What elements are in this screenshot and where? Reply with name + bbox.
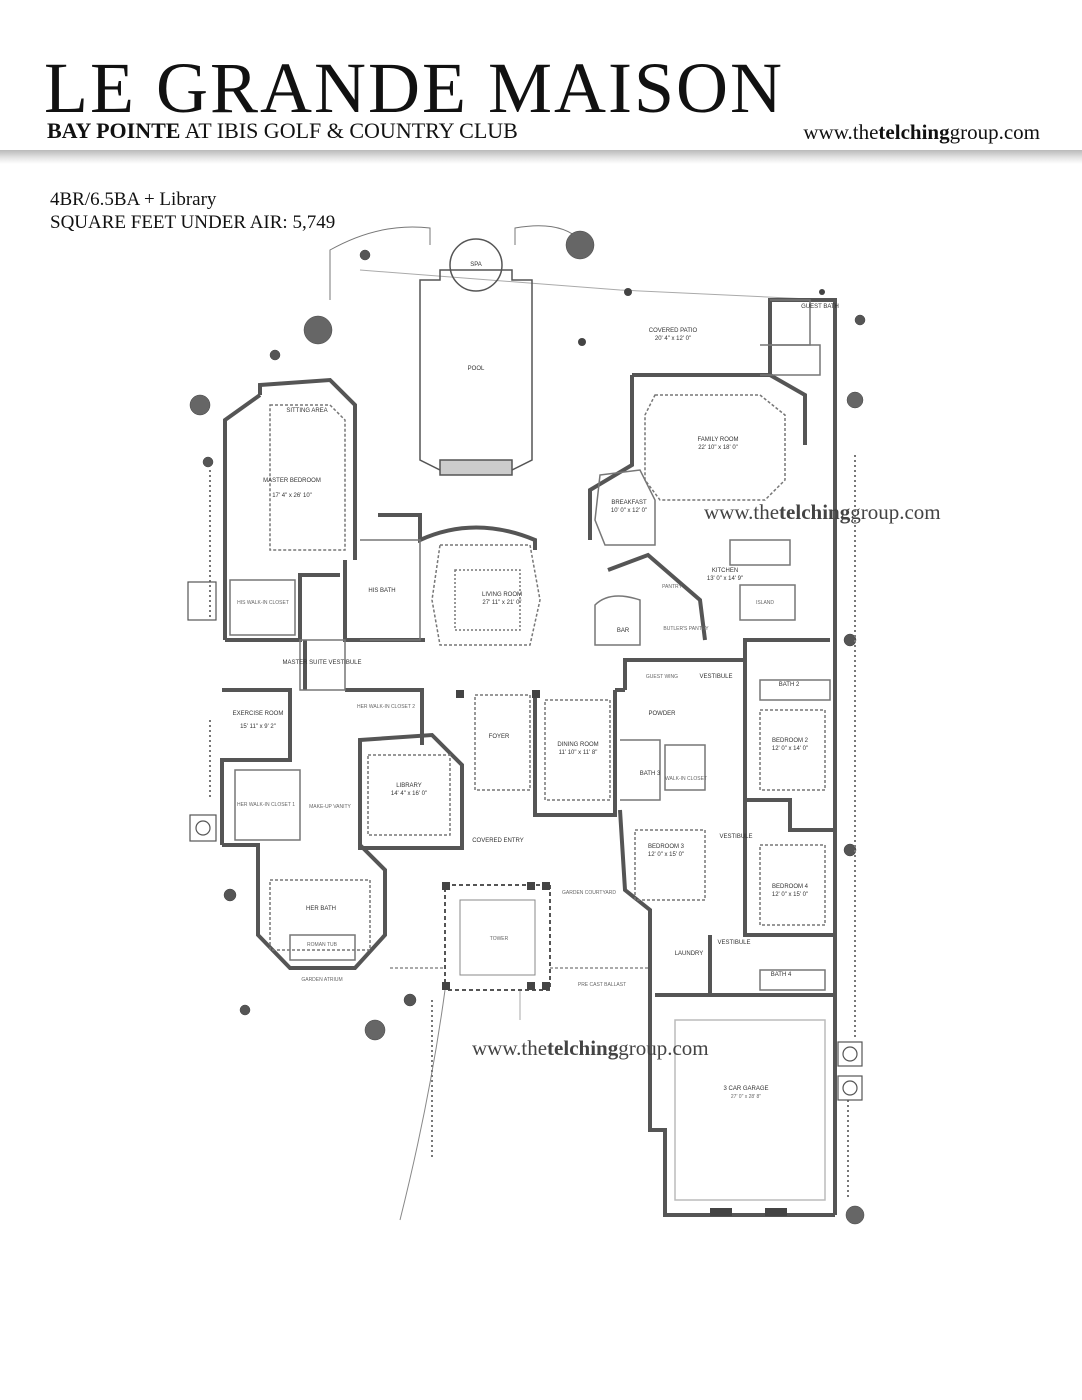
columns <box>442 288 825 1216</box>
label-her-walk-in-1: HER WALK-IN CLOSET 1 <box>237 802 295 808</box>
label-garage-dim: 27' 0" x 28' 8" <box>731 1094 761 1100</box>
plants <box>189 230 866 1225</box>
exterior-fixtures <box>187 581 863 1101</box>
label-vestibule-bed: VESTIBULE <box>719 834 752 840</box>
square-footage: SQUARE FEET UNDER AIR: 5,749 <box>50 212 336 233</box>
label-guest-wing: GUEST WING <box>646 674 678 680</box>
label-pool: POOL <box>468 366 485 372</box>
header: LE GRANDE MAISON BAY POINTE AT IBIS GOLF… <box>0 0 1082 150</box>
label-breakfast: BREAKFAST <box>611 500 647 506</box>
label-library: LIBRARY <box>396 783 422 789</box>
landscape <box>329 225 831 1221</box>
label-her-bath: HER BATH <box>306 906 336 912</box>
label-vestibule-laundry: VESTIBULE <box>717 940 750 946</box>
website-post: group.com <box>949 120 1040 144</box>
label-living-room: LIVING ROOM <box>482 592 522 598</box>
subtitle-club: AT IBIS GOLF & COUNTRY CLUB <box>180 118 518 143</box>
label-his-bath: HIS BATH <box>368 588 395 594</box>
label-bedroom-3-dim: 12' 0" x 15' 0" <box>648 852 684 858</box>
label-walk-in-closet: WALK-IN CLOSET <box>665 776 707 782</box>
label-island: ISLAND <box>756 600 774 606</box>
label-covered-patio-dim: 20' 4" x 12' 0" <box>655 336 691 342</box>
subtitle-community: BAY POINTE <box>47 118 181 143</box>
website-link[interactable]: www.thetelchinggroup.com <box>803 120 1040 145</box>
label-bar: BAR <box>617 628 630 634</box>
label-tower: TOWER <box>490 936 509 942</box>
website-bold: telching <box>878 120 950 144</box>
label-exercise-room: EXERCISE ROOM <box>233 711 284 717</box>
label-pantry: PANTRY <box>662 584 682 590</box>
website-pre: www.the <box>803 120 879 144</box>
label-his-walk-in: HIS WALK-IN CLOSET <box>237 600 289 606</box>
page-title: LE GRANDE MAISON <box>44 48 784 128</box>
label-dining-room: DINING ROOM <box>557 742 598 748</box>
label-bath-2: BATH 2 <box>779 682 800 688</box>
label-spa: SPA <box>470 262 482 268</box>
label-master-bedroom: MASTER BEDROOM <box>263 478 321 484</box>
label-roman-tub: ROMAN TUB <box>307 942 338 948</box>
label-kitchen: KITCHEN <box>712 568 738 574</box>
label-master-suite-vestibule: MASTER SUITE VESTIBULE <box>282 660 361 666</box>
label-living-room-dim: 27' 11" x 21' 0" <box>482 600 521 606</box>
label-garden-atrium: GARDEN ATRIUM <box>301 977 342 983</box>
label-family-room-dim: 22' 10" x 18' 0" <box>698 445 738 451</box>
plant-hedges <box>209 455 856 1200</box>
label-family-room: FAMILY ROOM <box>697 437 738 443</box>
label-butlers-pantry: BUTLER'S PANTRY <box>663 626 709 632</box>
pool-area <box>419 238 533 476</box>
label-garage: 3 CAR GARAGE <box>723 1086 768 1092</box>
label-laundry: LAUNDRY <box>675 951 704 957</box>
label-exercise-room-dim: 15' 11" x 9' 2" <box>240 724 276 730</box>
page-subtitle: BAY POINTE AT IBIS GOLF & COUNTRY CLUB <box>47 118 518 144</box>
label-covered-patio: COVERED PATIO <box>649 328 698 334</box>
label-bedroom-2: BEDROOM 2 <box>772 738 809 744</box>
interior-walls <box>229 299 831 1201</box>
header-divider <box>0 150 1082 164</box>
outer-walls <box>220 298 837 1217</box>
label-kitchen-dim: 13' 0" x 14' 9" <box>707 576 743 582</box>
label-make-up-vanity: MAKE-UP VANITY <box>309 804 351 810</box>
label-her-walk-in-2: HER WALK-IN CLOSET 2 <box>357 704 415 710</box>
watermark-bottom: www.thetelchinggroup.com <box>472 1036 709 1060</box>
label-garden-courtyard: GARDEN COURTYARD <box>562 890 616 896</box>
label-bedroom-4: BEDROOM 4 <box>772 884 809 890</box>
label-dining-room-dim: 11' 10" x 11' 8" <box>559 750 598 756</box>
label-sitting-area: SITTING AREA <box>286 408 327 414</box>
label-powder: POWDER <box>649 711 677 717</box>
label-bath-3: BATH 3 <box>640 771 661 777</box>
label-vestibule-guest: VESTIBULE <box>699 674 732 680</box>
label-foyer: FOYER <box>489 734 510 740</box>
watermark-top: www.thetelchinggroup.com <box>704 500 941 524</box>
label-bedroom-4-dim: 12' 0" x 15' 0" <box>772 892 808 898</box>
label-guest-bath: GUEST BATH <box>801 304 839 310</box>
label-bedroom-2-dim: 12' 0" x 14' 0" <box>772 746 808 752</box>
label-pre-cast-ballast: PRE CAST BALLAST <box>578 982 626 988</box>
label-covered-entry: COVERED ENTRY <box>472 838 524 844</box>
label-bath-4: BATH 4 <box>771 972 792 978</box>
room-labels: SPA POOL COVERED PATIO 20' 4" x 12' 0" G… <box>233 262 839 1100</box>
label-master-bedroom-dim: 17' 4" x 26' 10" <box>272 493 312 499</box>
label-library-dim: 14' 4" x 16' 0" <box>391 791 427 797</box>
bed-bath-count: 4BR/6.5BA + Library <box>50 189 217 210</box>
property-specs: 4BR/6.5BA + Library SQUARE FEET UNDER AI… <box>50 188 335 234</box>
label-breakfast-dim: 10' 0" x 12' 0" <box>611 508 647 514</box>
label-bedroom-3: BEDROOM 3 <box>648 844 685 850</box>
